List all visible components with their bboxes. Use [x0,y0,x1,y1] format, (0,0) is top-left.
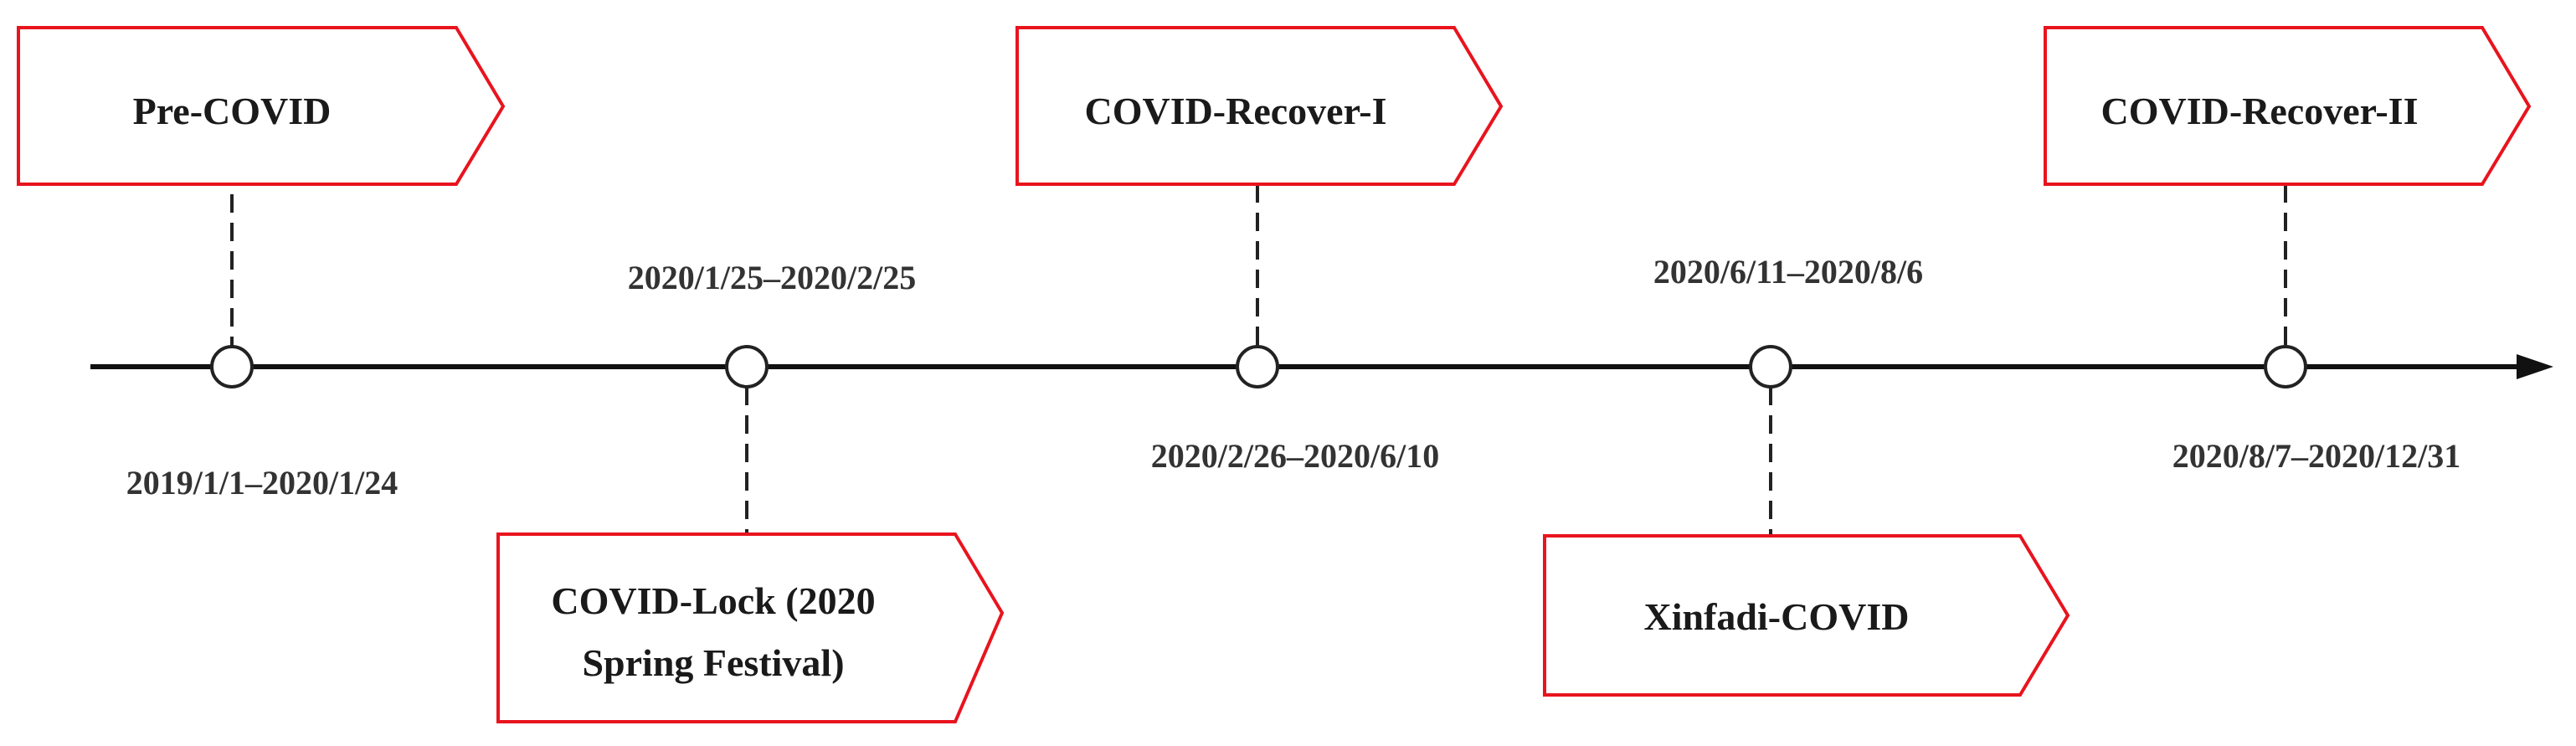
phase-covid-lock: COVID-Lock (2020 Spring Festival) 2020/1… [496,259,1005,723]
phase-label-line-2: Spring Festival) [582,641,844,684]
phase-label-line-1: COVID-Lock (2020 [551,579,875,622]
phase-date: 2020/2/26–2020/6/10 [1151,437,1439,475]
milestone-node [1749,345,1792,388]
phase-box [1015,26,1504,186]
milestone-node [2264,345,2307,388]
phase-label: Xinfadi-COVID [1644,595,1910,638]
phase-date: 2020/8/7–2020/12/31 [2172,437,2460,475]
phase-box [2044,26,2532,186]
phase-label: COVID-Recover-I [1084,90,1386,132]
milestone-node [1236,345,1279,388]
milestone-node [210,345,254,388]
phase-box [1543,534,2070,697]
phase-date: 2019/1/1–2020/1/24 [126,464,398,502]
phase-date: 2020/1/25–2020/2/25 [628,259,916,296]
phase-box [17,26,506,186]
milestone-node [725,345,769,388]
phase-pre-covid: Pre-COVID 2019/1/1–2020/1/24 [17,26,506,502]
timeline-axis [90,354,2553,379]
phase-box [496,532,1005,723]
phase-label: Pre-COVID [133,90,332,132]
phase-xinfadi-covid: Xinfadi-COVID 2020/6/11–2020/8/6 [1543,253,2070,697]
phase-covid-recover-ii: COVID-Recover-II 2020/8/7–2020/12/31 [2044,26,2532,475]
phase-date: 2020/6/11–2020/8/6 [1653,253,1923,291]
phase-label: COVID-Recover-II [2101,90,2419,132]
axis-arrowhead-icon [2517,354,2553,379]
phase-covid-recover-i: COVID-Recover-I 2020/2/26–2020/6/10 [1015,26,1504,475]
